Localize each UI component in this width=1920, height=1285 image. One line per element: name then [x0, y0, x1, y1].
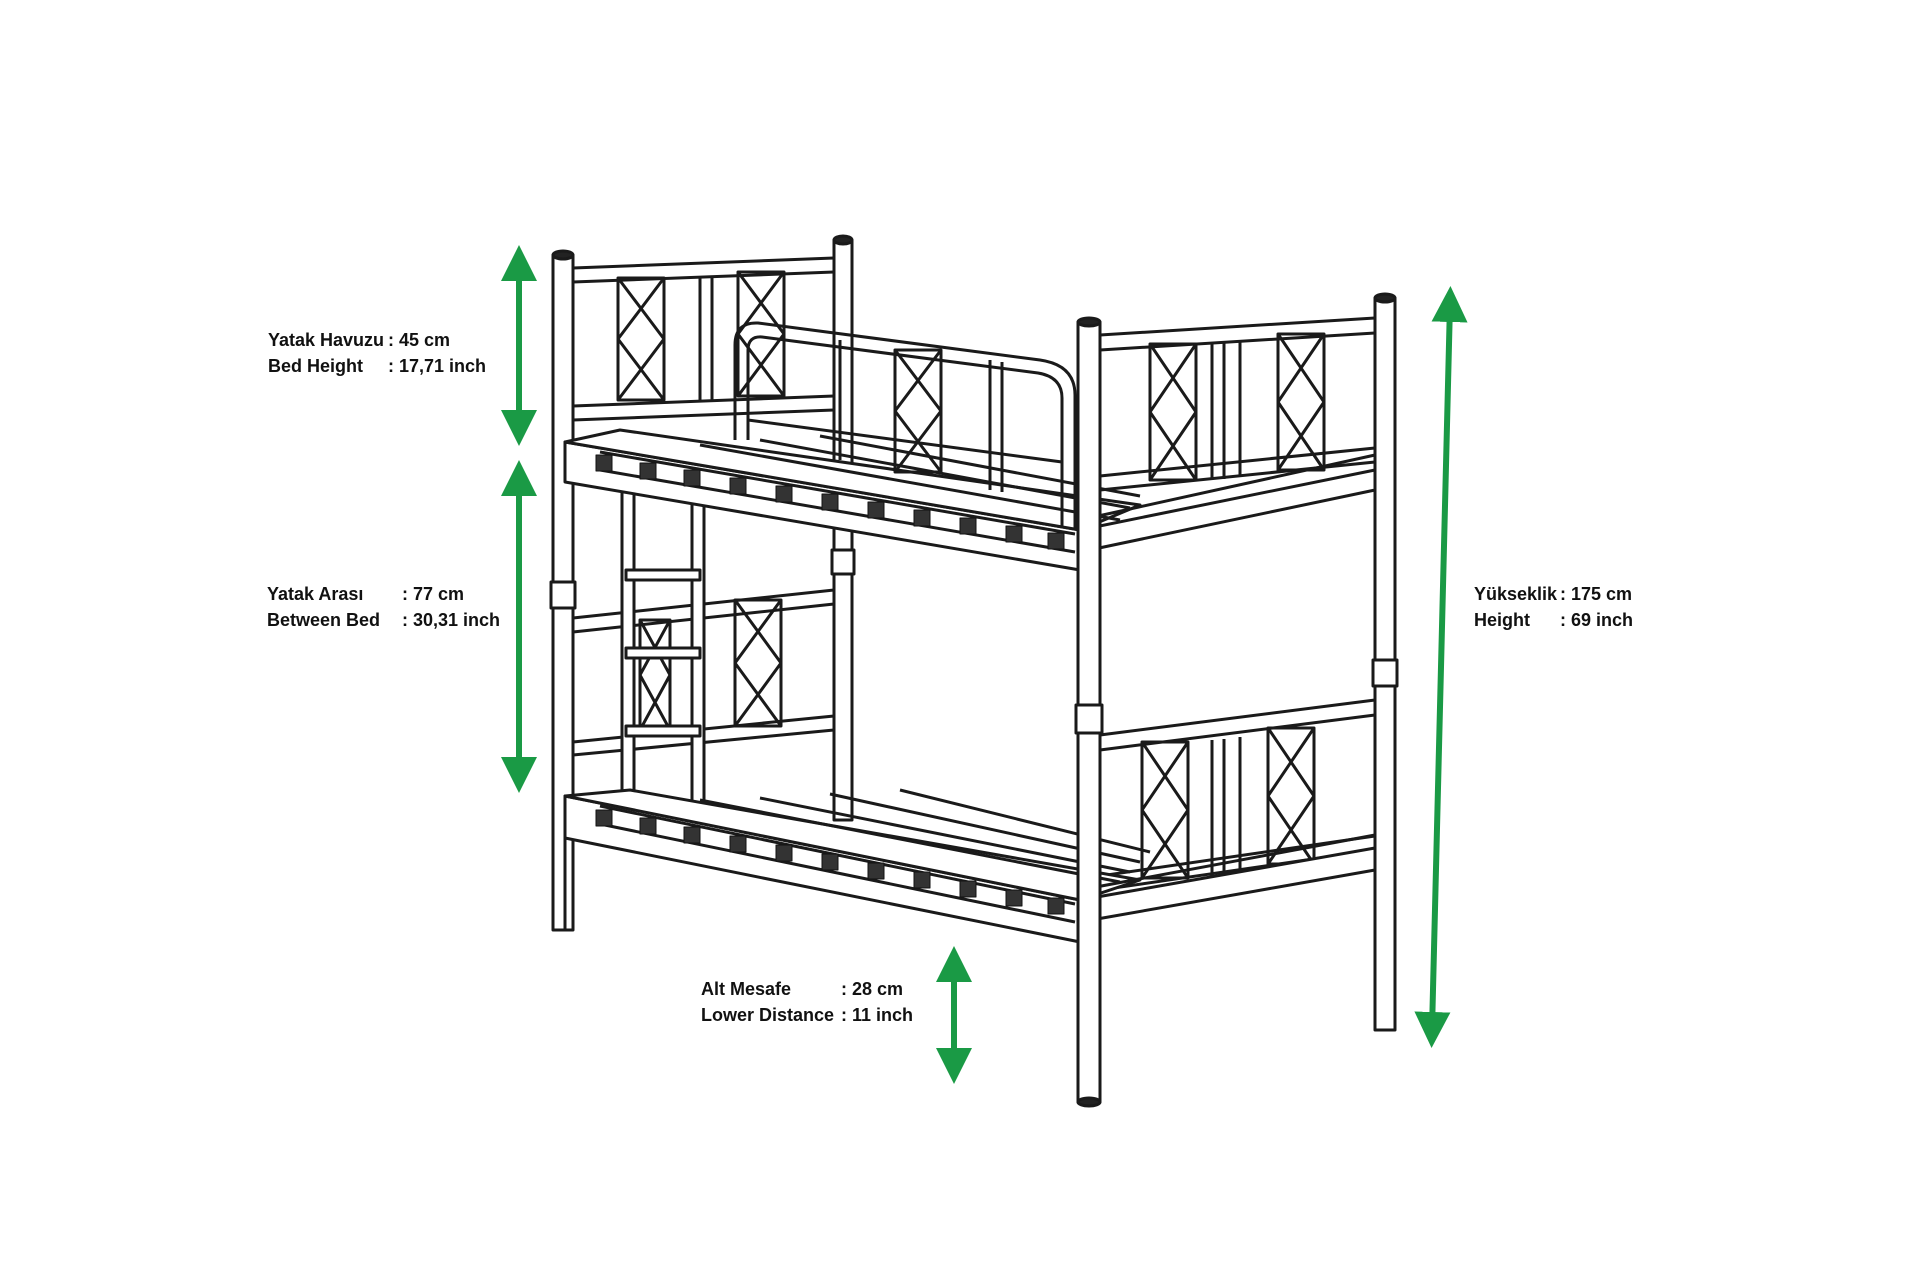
between-bed-key-tr: Yatak Arası: [267, 584, 364, 604]
post-right-back: [1371, 292, 1399, 1032]
between-bed-value-en: : 30,31 inch: [402, 610, 501, 630]
dimension-arrows: [501, 245, 1468, 1084]
lower-distance-key-en: Lower Distance: [701, 1005, 835, 1025]
bed-height-label: Yatak Havuzu: 45 cm Bed Height : 17,71 in…: [268, 327, 486, 379]
bed-frame: [549, 234, 1399, 1108]
ladder: [620, 484, 706, 818]
lower-distance-key-tr: Alt Mesafe: [701, 979, 792, 999]
bed-height-key-tr: Yatak Havuzu: [268, 330, 385, 350]
lower-distance-value-tr: : 28 cm: [841, 979, 904, 999]
guardrail: [733, 321, 1077, 530]
post-back-left: [549, 249, 577, 932]
lower-distance-label: Alt Mesafe : 28 cm Lower Distance : 11 inc…: [701, 976, 913, 1028]
total-height-key-tr: Yükseklik: [1474, 584, 1558, 604]
bed-height-value-tr: : 45 cm: [388, 330, 451, 350]
total-height-value-en: : 69 inch: [1560, 610, 1634, 630]
headboard-upper-right: [1099, 316, 1376, 492]
post-front-right: [1074, 316, 1104, 1108]
headboard-upper-left: [572, 256, 835, 422]
lower-distance-value-en: : 11 inch: [841, 1005, 914, 1025]
upper-rail-blocks: [595, 454, 1065, 550]
between-bed-label: Yatak Arası : 77 cm Between Bed : 30,31 in…: [267, 581, 500, 633]
total-height-value-tr: : 175 cm: [1560, 584, 1633, 604]
bed-height-value-en: : 17,71 inch: [388, 356, 487, 376]
between-bed-key-en: Between Bed: [267, 610, 381, 630]
lower-bed-rail: [563, 788, 1377, 944]
between-bed-value-tr: : 77 cm: [402, 584, 465, 604]
total-height-arrow: [1414, 286, 1468, 1048]
lower-rail-blocks: [595, 809, 1065, 915]
total-height-key-en: Height: [1474, 610, 1530, 630]
total-height-label: Yükseklik: 175 cm Height : 69 inch: [1474, 581, 1633, 633]
bed-height-key-en: Bed Height: [268, 356, 364, 376]
